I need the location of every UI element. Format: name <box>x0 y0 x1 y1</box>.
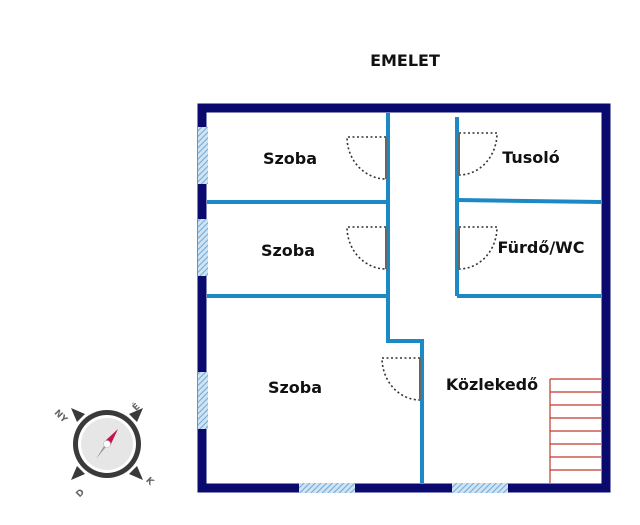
door-bathroom[interactable] <box>458 226 498 270</box>
room-label-szoba-2: Szoba <box>261 241 315 260</box>
door-shower[interactable] <box>458 132 498 176</box>
window-left-top <box>198 127 208 184</box>
room-label-kozlekedo: Közlekedő <box>446 375 538 394</box>
compass-icon: NY É K D <box>52 401 156 500</box>
room-label-szoba-3: Szoba <box>268 378 322 397</box>
door-room-2[interactable] <box>346 226 387 270</box>
window-bottom-right <box>452 483 508 493</box>
compass-label-k: K <box>143 476 156 489</box>
inner-wall <box>386 113 424 483</box>
inner-walls <box>207 113 602 483</box>
window-left-bottom <box>198 372 208 429</box>
outer-wall <box>197 103 611 493</box>
doors <box>346 132 498 401</box>
door-room-1[interactable] <box>346 136 387 180</box>
door-room-3[interactable] <box>381 357 421 401</box>
windows <box>198 127 508 493</box>
room-label-furdo-wc: Fürdő/WC <box>497 238 584 257</box>
stairs <box>549 378 601 483</box>
compass-label-ny: NY <box>52 408 69 425</box>
window-left-middle <box>198 219 208 276</box>
door-leaves <box>385 133 460 400</box>
outer-walls <box>197 103 611 493</box>
inner-wall <box>456 198 602 204</box>
window-bottom-left <box>299 483 355 493</box>
compass-label-d: D <box>75 488 87 500</box>
room-label-szoba-1: Szoba <box>263 149 317 168</box>
room-label-tusolo: Tusoló <box>502 148 560 167</box>
floor-title: EMELET <box>370 51 440 70</box>
